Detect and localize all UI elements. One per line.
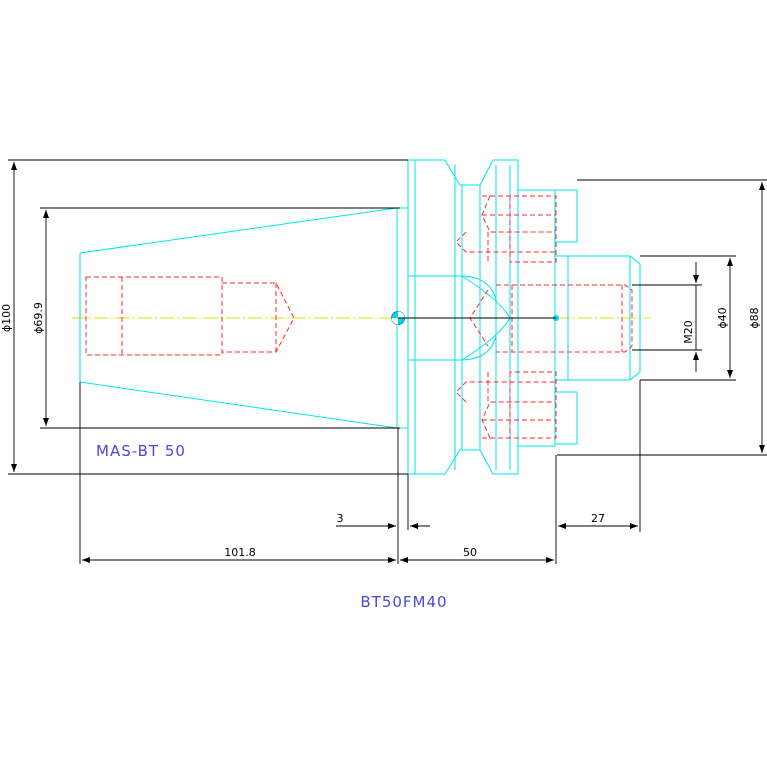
dim-phi88: ϕ88 [748,307,761,328]
dim-phi100: ϕ100 [0,304,13,332]
dimension-lines [8,159,767,564]
dim-50: 50 [463,546,477,559]
dim-phi69-9: ϕ69.9 [32,302,45,334]
part-number-label: BT50FM40 [360,593,447,611]
flange-outline [400,159,641,475]
dim-m20: M20 [682,320,695,344]
dim-phi40: ϕ40 [716,307,729,328]
dim-27: 27 [591,512,605,525]
dim-3: 3 [337,512,344,525]
hidden-lines [85,195,633,439]
dim-101-8: 101.8 [224,546,256,559]
model-name-label: MAS-BT 50 [96,442,186,460]
